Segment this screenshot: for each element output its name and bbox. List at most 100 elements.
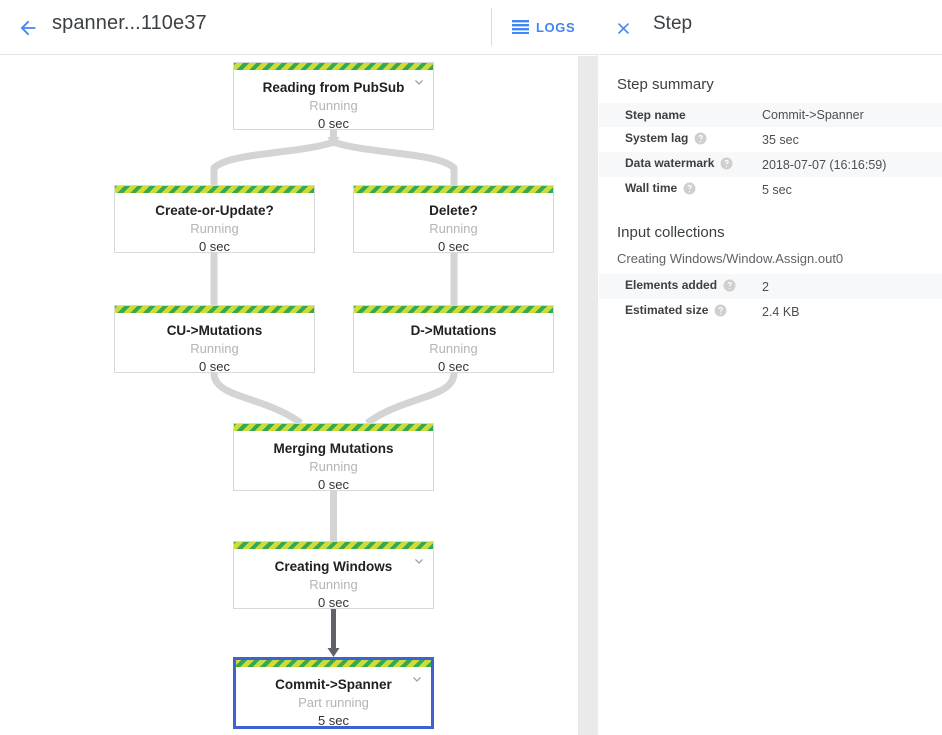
logs-button-label: LOGS	[536, 19, 576, 35]
row-key-label: Elements added	[625, 278, 718, 292]
row-value: 2	[762, 279, 769, 294]
help-icon[interactable]	[720, 157, 733, 173]
list-lines-icon	[512, 20, 529, 34]
node-elapsed-time: 0 sec	[437, 359, 470, 373]
chevron-down-icon[interactable]	[411, 74, 427, 90]
row-value: 2018-07-07 (16:16:59)	[762, 157, 887, 172]
row-key-label: Data watermark	[625, 156, 715, 170]
row-value: 35 sec	[762, 132, 799, 147]
section-spacer	[599, 202, 942, 224]
job-header-bar: spanner...110e37 LOGS	[0, 0, 598, 55]
input-collection-name: Creating Windows/Window.Assign.out0	[617, 251, 844, 266]
help-icon[interactable]	[683, 182, 696, 198]
row-key-label: System lag	[625, 131, 689, 145]
row-key-label: Estimated size	[625, 303, 709, 317]
row-key: System lag	[599, 127, 762, 152]
node-status-stripe	[234, 542, 433, 549]
node-title: CU->Mutations	[166, 323, 263, 338]
node-elapsed-time: 0 sec	[317, 477, 350, 491]
node-title: Commit->Spanner	[275, 677, 392, 692]
row-key: Step name	[599, 103, 762, 127]
header-divider	[491, 8, 492, 46]
row-key: Elements added	[599, 274, 762, 299]
step-panel-header: Step	[599, 0, 942, 55]
node-body: Create-or-Update? Running 0 sec	[115, 193, 314, 253]
table-row: Estimated size 2.4 KB	[599, 299, 942, 324]
node-status-stripe	[354, 306, 553, 313]
step-panel-title: Step	[653, 13, 693, 34]
node-elapsed-time: 0 sec	[198, 239, 231, 253]
arrow-left-icon[interactable]	[10, 10, 46, 46]
node-status-stripe	[354, 186, 553, 193]
graph-vertical-scrollbar[interactable]	[578, 56, 598, 735]
close-x-icon[interactable]	[607, 12, 639, 44]
row-key-label: Wall time	[625, 181, 678, 195]
input-collections-heading: Input collections	[617, 224, 725, 241]
node-status: Running	[190, 221, 239, 236]
node-body: Delete? Running 0 sec	[354, 193, 553, 253]
node-elapsed-time: 0 sec	[437, 239, 470, 253]
node-elapsed-time: 0 sec	[198, 359, 231, 373]
pipeline-edges	[208, 130, 460, 657]
row-key: Wall time	[599, 177, 762, 202]
node-status-stripe	[115, 186, 314, 193]
node-title: Creating Windows	[274, 559, 393, 574]
node-status: Running	[309, 98, 358, 113]
chevron-down-icon[interactable]	[409, 671, 425, 687]
node-title: Reading from PubSub	[262, 80, 405, 95]
chevron-down-icon[interactable]	[411, 553, 427, 569]
table-row: System lag 35 sec	[599, 127, 942, 152]
node-status-stripe	[236, 660, 431, 667]
node-status-stripe	[234, 63, 433, 70]
node-elapsed-time: 0 sec	[317, 116, 350, 130]
node-elapsed-time: 0 sec	[317, 595, 350, 609]
help-icon[interactable]	[694, 132, 707, 148]
row-value: 2.4 KB	[762, 304, 800, 319]
node-status: Running	[429, 341, 478, 356]
node-elapsed-time: 5 sec	[317, 713, 350, 728]
table-row: Elements added 2	[599, 274, 942, 299]
row-value: Commit->Spanner	[762, 108, 864, 122]
row-key: Data watermark	[599, 152, 762, 177]
help-icon[interactable]	[714, 304, 727, 320]
row-value: 5 sec	[762, 182, 792, 197]
job-graph-pane: spanner...110e37 LOGS	[0, 0, 598, 735]
node-status-stripe	[115, 306, 314, 313]
node-title: Create-or-Update?	[155, 203, 274, 218]
graph-node-create-or-update[interactable]: Create-or-Update? Running 0 sec	[114, 185, 315, 253]
table-row: Wall time 5 sec	[599, 177, 942, 202]
node-title: D->Mutations	[410, 323, 497, 338]
graph-node-delete[interactable]: Delete? Running 0 sec	[353, 185, 554, 253]
help-icon[interactable]	[723, 279, 736, 295]
node-title: Delete?	[429, 203, 478, 218]
node-status: Running	[429, 221, 478, 236]
node-status: Running	[190, 341, 239, 356]
table-row: Data watermark 2018-07-07 (16:16:59)	[599, 152, 942, 177]
step-summary-heading: Step summary	[617, 76, 714, 93]
page-title: spanner...110e37	[52, 12, 207, 34]
node-status: Running	[309, 577, 358, 592]
node-title: Merging Mutations	[273, 441, 394, 456]
node-status: Running	[309, 459, 358, 474]
logs-button[interactable]: LOGS	[508, 12, 579, 42]
row-key: Estimated size	[599, 299, 762, 324]
